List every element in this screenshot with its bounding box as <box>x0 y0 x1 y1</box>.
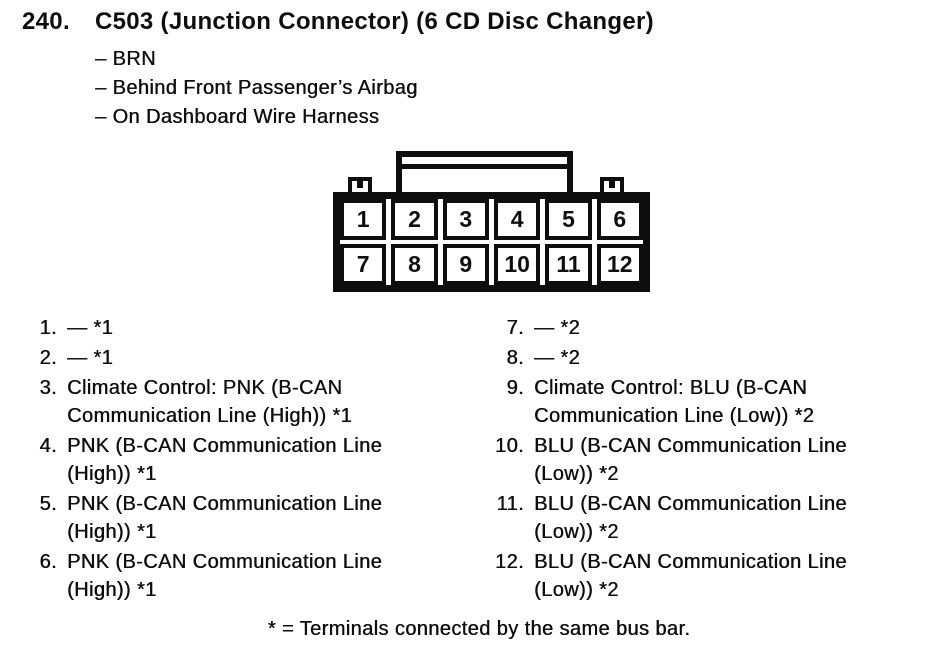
pin-number: 7. <box>506 317 524 339</box>
connector-latch-bar <box>402 164 567 169</box>
pin-description: BLU (B-CAN Communication Line (Low)) *2 <box>534 551 847 601</box>
pin-description: — *2 <box>534 347 581 369</box>
pin-number: 5. <box>39 493 57 515</box>
pin-number: 11. <box>496 493 524 515</box>
attribute-harness: – On Dashboard Wire Harness <box>95 106 380 128</box>
pin-cell-4: 4 <box>493 199 541 240</box>
connector-key-tab-right <box>600 177 624 195</box>
bus-bar-footnote: * = Terminals connected by the same bus … <box>267 618 691 640</box>
connector-attributes: – BRN – Behind Front Passenger’s Airbag … <box>95 45 418 132</box>
pin-number: 2. <box>39 347 57 369</box>
pin-number: 10. <box>494 435 524 457</box>
pin-row-9: 9. Climate Control: BLU (B-CAN Communica… <box>486 374 864 430</box>
pin-cell-9: 9 <box>442 244 489 285</box>
pin-description: Climate Control: BLU (B-CAN Communicatio… <box>534 377 815 427</box>
pin-row-2: 2. — *1 <box>30 344 397 372</box>
key-tab-notch <box>357 181 363 188</box>
connector-diagram: 1 2 3 4 5 6 7 8 9 10 11 12 <box>333 151 650 292</box>
pin-cell-12: 12 <box>596 244 643 285</box>
connector-latch <box>396 151 573 195</box>
item-number: 240. <box>22 8 70 35</box>
pin-row-3: 3. Climate Control: PNK (B-CAN Communica… <box>30 374 397 430</box>
pin-number: 4. <box>39 435 57 457</box>
pin-list-right: 7. — *2 8. — *2 9. Climate Control: BLU … <box>486 314 864 606</box>
pin-row-5: 5. PNK (B-CAN Communication Line (High))… <box>30 490 397 546</box>
connector-key-tab-left <box>348 177 372 195</box>
pin-number: 3. <box>39 377 57 399</box>
pin-cell-7: 7 <box>340 244 387 285</box>
pin-number: 9. <box>506 377 524 399</box>
pin-row-7: 7. — *2 <box>486 314 864 342</box>
pin-cell-5: 5 <box>545 199 592 240</box>
attribute-color: – BRN <box>95 48 156 70</box>
pin-row-1: 1. — *1 <box>30 314 397 342</box>
pin-row-11: 11. BLU (B-CAN Communication Line (Low))… <box>486 490 864 546</box>
pin-number: 1. <box>39 317 57 339</box>
pin-description: — *1 <box>67 347 114 369</box>
connector-shell: 1 2 3 4 5 6 7 8 9 10 11 12 <box>333 192 650 292</box>
page-heading: 240. C503 (Junction Connector) (6 CD Dis… <box>22 8 654 36</box>
pin-description: PNK (B-CAN Communication Line (High)) *1 <box>67 493 383 543</box>
pin-description: BLU (B-CAN Communication Line (Low)) *2 <box>534 493 847 543</box>
pin-cell-2: 2 <box>391 199 438 240</box>
pin-row-12: 12. BLU (B-CAN Communication Line (Low))… <box>486 548 864 604</box>
pin-grid: 1 2 3 4 5 6 7 8 9 10 11 12 <box>340 199 643 285</box>
pin-cell-10: 10 <box>493 244 541 285</box>
pin-list-left: 1. — *1 2. — *1 3. Climate Control: PNK … <box>30 314 397 606</box>
pin-description: PNK (B-CAN Communication Line (High)) *1 <box>67 551 383 601</box>
pin-number: 12. <box>494 551 524 573</box>
pin-description: PNK (B-CAN Communication Line (High)) *1 <box>67 435 383 485</box>
pin-description: — *2 <box>534 317 581 339</box>
pin-cell-1: 1 <box>340 199 387 240</box>
pin-number: 8. <box>506 347 524 369</box>
pin-row-8: 8. — *2 <box>486 344 864 372</box>
page-title: C503 (Junction Connector) (6 CD Disc Cha… <box>95 8 654 35</box>
pin-row-10: 10. BLU (B-CAN Communication Line (Low))… <box>486 432 864 488</box>
pin-description: BLU (B-CAN Communication Line (Low)) *2 <box>534 435 847 485</box>
pin-cell-8: 8 <box>391 244 438 285</box>
pin-row-6: 6. PNK (B-CAN Communication Line (High))… <box>30 548 397 604</box>
pin-cell-3: 3 <box>442 199 489 240</box>
pin-row-4: 4. PNK (B-CAN Communication Line (High))… <box>30 432 397 488</box>
pin-cell-11: 11 <box>545 244 592 285</box>
key-tab-notch <box>609 181 615 188</box>
pin-description: Climate Control: PNK (B-CAN Communicatio… <box>67 377 353 427</box>
pin-cell-6: 6 <box>596 199 643 240</box>
pin-description: — *1 <box>67 317 114 339</box>
pin-number: 6. <box>39 551 57 573</box>
attribute-location: – Behind Front Passenger’s Airbag <box>95 77 418 99</box>
